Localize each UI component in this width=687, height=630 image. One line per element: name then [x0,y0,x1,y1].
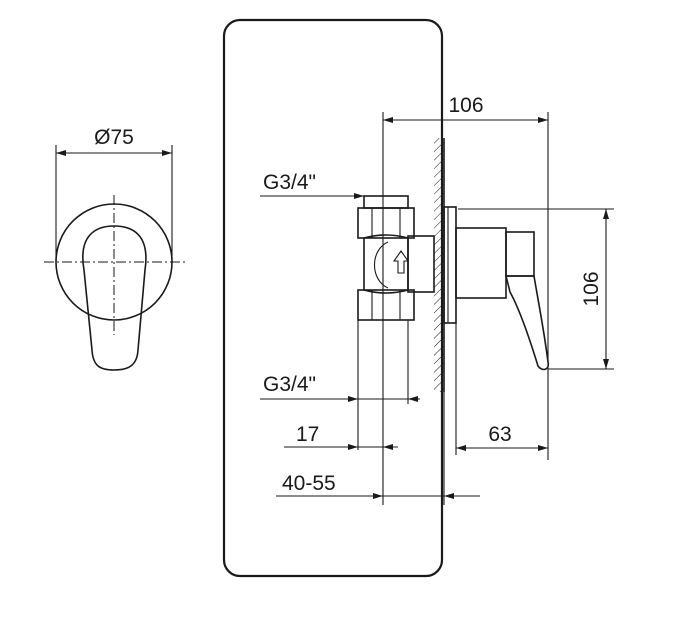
upper-nut [357,207,415,239]
diameter-label: Ø75 [94,126,134,149]
handle-outline-front [82,225,147,371]
arrow-right [348,444,358,450]
valve-body-curve [374,241,389,289]
arrow-left [383,444,393,450]
arrow-right [348,396,358,402]
handle-cap [505,231,535,277]
arrow-left [383,117,393,123]
wall-hatch [434,138,444,392]
arrow-down [603,359,609,369]
depth-total-label: 106 [448,94,483,117]
lower-nut [357,289,415,321]
projection-label: 63 [488,423,511,446]
inlet-bottom-label: G3/4" [263,373,316,396]
install-depth-label: 40-55 [282,472,336,495]
front-view: Ø75 [44,126,186,371]
arrow-right [373,493,383,499]
cartridge-stem [407,235,435,293]
offset-label: 17 [296,423,319,446]
rosette [443,206,457,324]
handle-lever [504,275,550,371]
arrow-right [538,445,548,451]
side-view: 106 106 G3/4" G3/4" 17 63 [260,94,614,505]
arrow-right [538,117,548,123]
arrow-up [603,209,609,219]
handle-base [455,227,507,299]
inlet-top-label: G3/4" [263,171,316,194]
flow-arrow-icon [392,250,410,274]
arrow-left [56,150,66,156]
arrow-left [444,493,454,499]
arrow-left [408,396,418,402]
valve-body [363,234,409,294]
arrow-right [162,150,172,156]
arrow-right [354,193,364,199]
upper-thread [363,195,409,209]
height-total-label: 106 [580,271,603,306]
arrow-left [456,445,466,451]
